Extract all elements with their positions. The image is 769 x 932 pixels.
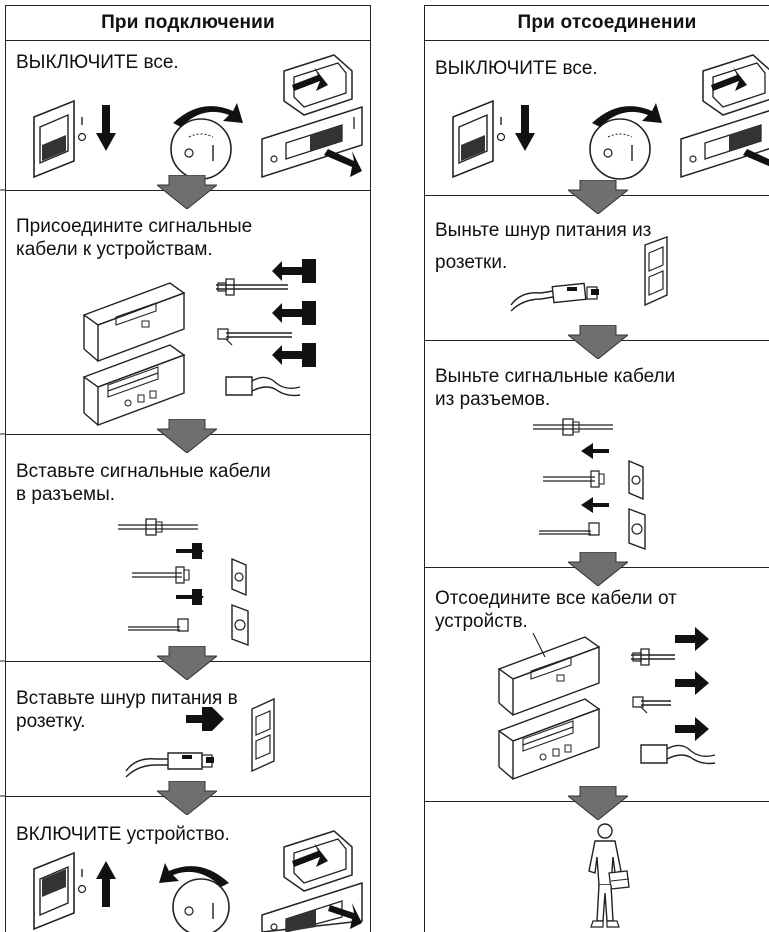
cable-plug-icon — [533, 413, 663, 563]
disconnecting-column: При отсоединении ВЫКЛЮЧИТЕ все. Выньте ш… — [424, 5, 769, 932]
connect-step-2-text: Присоедините сигнальные кабели к устройс… — [16, 216, 253, 260]
cable-plug-icon — [216, 259, 316, 415]
flow-down-arrow-icon — [157, 175, 217, 209]
power-switch-icon — [26, 95, 116, 183]
cable-plug-icon — [631, 627, 769, 785]
wall-switch-icon — [673, 51, 769, 191]
dial-knob-icon — [159, 863, 251, 932]
disconnect-step-3-text: Выньте сигнальные кабели из разъемов. — [435, 366, 676, 410]
power-switch-icon — [445, 95, 535, 183]
wall-switch-icon — [254, 51, 366, 191]
direction-arrow-icon — [96, 105, 116, 151]
connect-step-1-text: ВЫКЛЮЧИТЕ все. — [16, 52, 179, 73]
dial-knob-icon — [570, 103, 662, 191]
connecting-header: При подключении — [6, 5, 370, 41]
flow-down-arrow-icon — [157, 781, 217, 815]
wall-outlet-icon — [118, 513, 258, 653]
flow-down-arrow-icon — [568, 786, 628, 820]
direction-arrow-icon — [515, 105, 535, 151]
disconnect-step-4-text: Отсоедините все кабели от устройств. — [435, 588, 677, 632]
disconnect-step-1-text: ВЫКЛЮЧИТЕ все. — [435, 58, 598, 79]
flow-down-arrow-icon — [568, 180, 628, 214]
person-carrying-icon — [575, 823, 635, 932]
direction-arrow-icon — [96, 861, 116, 907]
connect-step-3-text: Вставьте сигнальные кабели в разъемы. — [16, 461, 271, 505]
flow-down-arrow-icon — [157, 419, 217, 453]
device-stack-icon — [493, 627, 613, 787]
power-cord-icon — [116, 695, 296, 795]
device-stack-icon — [78, 273, 198, 433]
flow-down-arrow-icon — [157, 646, 217, 680]
power-switch-icon — [26, 851, 116, 932]
disconnecting-header: При отсоединении — [425, 5, 769, 41]
flow-down-arrow-icon — [568, 325, 628, 359]
connecting-column: При подключении ВЫКЛЮЧИТЕ все. Присоедин… — [5, 5, 371, 932]
wall-switch-icon — [254, 831, 366, 932]
disconnect-step-2-text: Выньте шнур питания из розетки. — [435, 220, 652, 273]
flow-down-arrow-icon — [568, 552, 628, 586]
connect-step-4-text: Вставьте шнур питания в розетку. — [16, 688, 238, 732]
connect-step-5-text: ВКЛЮЧИТЕ устройство. — [16, 824, 230, 845]
power-cord-icon — [505, 233, 675, 323]
